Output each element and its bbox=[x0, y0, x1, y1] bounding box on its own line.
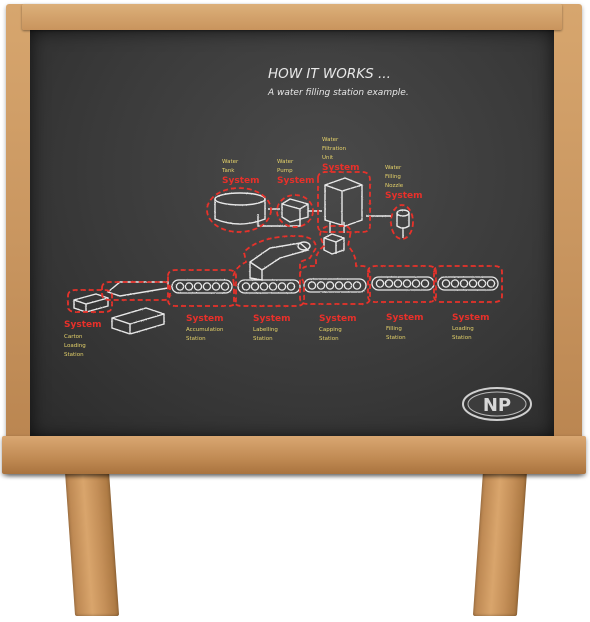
system-label: System bbox=[64, 320, 102, 330]
station-water-filling-nozzle: Water Filling Nozzle System bbox=[385, 165, 423, 201]
water-filtration-drawing bbox=[324, 177, 363, 227]
station-accumulation: System Accumulation Station bbox=[186, 314, 224, 342]
caption-line: Station bbox=[386, 335, 406, 341]
caption-line: Nozzle bbox=[385, 183, 404, 189]
conveyors bbox=[171, 276, 499, 294]
station-water-pump: Water Pump System bbox=[277, 159, 315, 186]
station-loading: System Loading Station bbox=[452, 313, 490, 341]
caption-line: Station bbox=[186, 336, 206, 342]
caption-line: Station bbox=[452, 335, 472, 341]
caption-line: Water bbox=[277, 159, 294, 165]
labeller-drawing bbox=[249, 241, 311, 281]
cap-feeder-drawing bbox=[323, 233, 345, 255]
station-water-filtration: Water Filtration Unit System bbox=[322, 137, 360, 173]
station-carton-loading: System Carton Loading Station bbox=[64, 320, 102, 358]
system-label: System bbox=[222, 176, 260, 186]
caption-line: Station bbox=[319, 336, 339, 342]
system-label: System bbox=[253, 314, 291, 324]
caption-line: Filtration bbox=[322, 146, 347, 152]
caption-line: Tank bbox=[221, 168, 235, 174]
np-logo-icon: NP bbox=[462, 387, 532, 421]
water-tank-drawing bbox=[214, 192, 266, 225]
station-water-tank: Water Tank System bbox=[221, 159, 260, 186]
station-capping: System Capping Station bbox=[319, 314, 357, 342]
station-labels: Water Tank System Water Pump System Wate… bbox=[64, 137, 490, 358]
station-filling: System Filling Station bbox=[386, 313, 424, 341]
caption-line: Loading bbox=[452, 326, 474, 332]
caption-line: Water bbox=[222, 159, 239, 165]
system-label: System bbox=[386, 313, 424, 323]
caption-line: Station bbox=[64, 352, 84, 358]
system-label: System bbox=[322, 163, 360, 173]
system-label: System bbox=[186, 314, 224, 324]
caption-line: Water bbox=[322, 137, 339, 143]
system-label: System bbox=[319, 314, 357, 324]
caption-line: Carton bbox=[64, 334, 83, 340]
caption-line: Water bbox=[385, 165, 402, 171]
system-label: System bbox=[277, 176, 315, 186]
frame-bottom-rail bbox=[2, 436, 586, 474]
board-title: HOW IT WORKS ... bbox=[268, 66, 391, 82]
caption-line: Unit bbox=[322, 155, 334, 161]
water-pump-drawing bbox=[281, 198, 309, 223]
board-subtitle: A water filling station example. bbox=[267, 88, 409, 98]
caption-line: Filling bbox=[386, 326, 402, 332]
system-outlines bbox=[67, 171, 503, 313]
logo-text: NP bbox=[483, 395, 511, 416]
caption-line: Accumulation bbox=[186, 327, 224, 333]
water-filling-nozzle-drawing bbox=[396, 209, 410, 229]
station-labelling: System Labelling Station bbox=[253, 314, 291, 342]
caption-line: Pump bbox=[277, 168, 293, 174]
caption-line: Labelling bbox=[253, 327, 278, 333]
chalkboard bbox=[30, 30, 554, 438]
pipes bbox=[257, 208, 404, 238]
system-label: System bbox=[452, 313, 490, 323]
caption-line: Capping bbox=[319, 327, 342, 333]
system-label: System bbox=[385, 191, 423, 201]
caption-line: Loading bbox=[64, 343, 86, 349]
caption-line: Filling bbox=[385, 174, 401, 180]
caption-line: Station bbox=[253, 336, 273, 342]
frame-top-rail bbox=[22, 4, 562, 30]
